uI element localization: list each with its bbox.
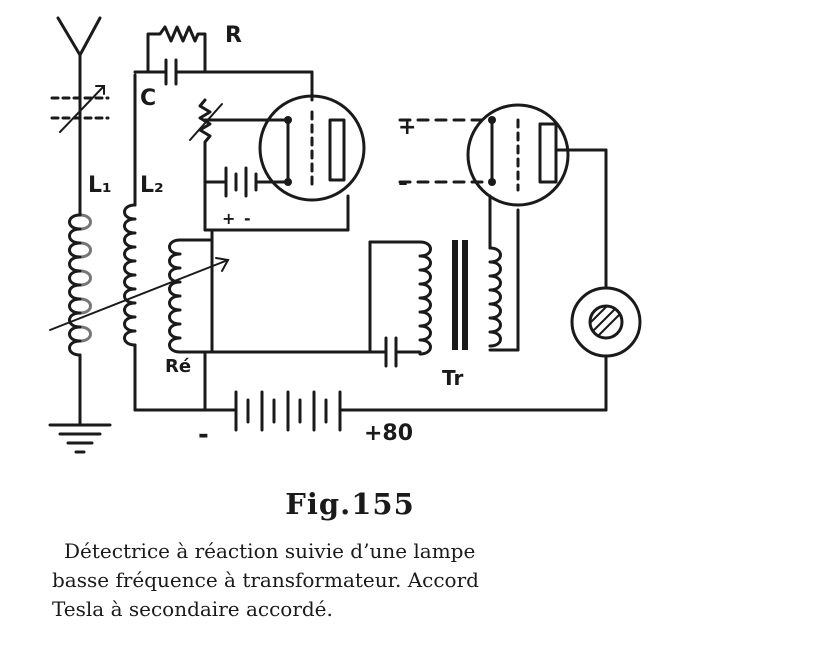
filament-rheostat: [189, 98, 292, 152]
primary-variable-capacitor: [50, 85, 110, 133]
ht-battery: [133, 350, 608, 432]
caption-line: Détectrice à réaction suivie d’une lampe: [64, 539, 476, 563]
secondary-coil-l2: [123, 73, 137, 412]
transformer: [368, 194, 520, 356]
figure-caption: Détectrice à réaction suivie d’une lampe…: [52, 537, 672, 624]
label-l1: L₁: [88, 173, 112, 198]
ground-symbol: [48, 423, 112, 454]
amplifier-tube: [398, 103, 608, 290]
label-c: C: [140, 86, 156, 111]
headphone-symbol: [570, 286, 642, 412]
label-filament-plus: +: [222, 209, 235, 228]
label-input-plus: +: [398, 115, 416, 140]
label-r: R: [225, 23, 242, 48]
primary-coil-l1: [68, 213, 92, 427]
figure-title: Fig.155: [285, 487, 415, 521]
caption-line: basse fréquence à transformateur. Accord: [52, 568, 479, 592]
grid-capacitor: [133, 58, 314, 102]
antenna-symbol: [56, 16, 102, 217]
label-battery-plus: +80: [364, 421, 413, 446]
circuit-schematic: R C L₁ L₂ Ré Tr - +80 + - + -: [48, 16, 642, 454]
reaction-coil: [168, 228, 350, 354]
grid-leak-resistor: [146, 25, 207, 74]
label-battery-minus: -: [198, 420, 209, 450]
caption-line: Tesla à secondaire accordé.: [52, 597, 333, 621]
label-input-minus: -: [398, 168, 408, 196]
label-tr: Tr: [442, 366, 463, 390]
coupling-arrow: [49, 257, 230, 331]
label-re: Ré: [165, 356, 191, 377]
label-filament-minus: -: [244, 209, 251, 228]
detector-tube: [258, 94, 366, 232]
bypass-capacitor: [210, 336, 422, 368]
label-l2: L₂: [140, 173, 164, 198]
